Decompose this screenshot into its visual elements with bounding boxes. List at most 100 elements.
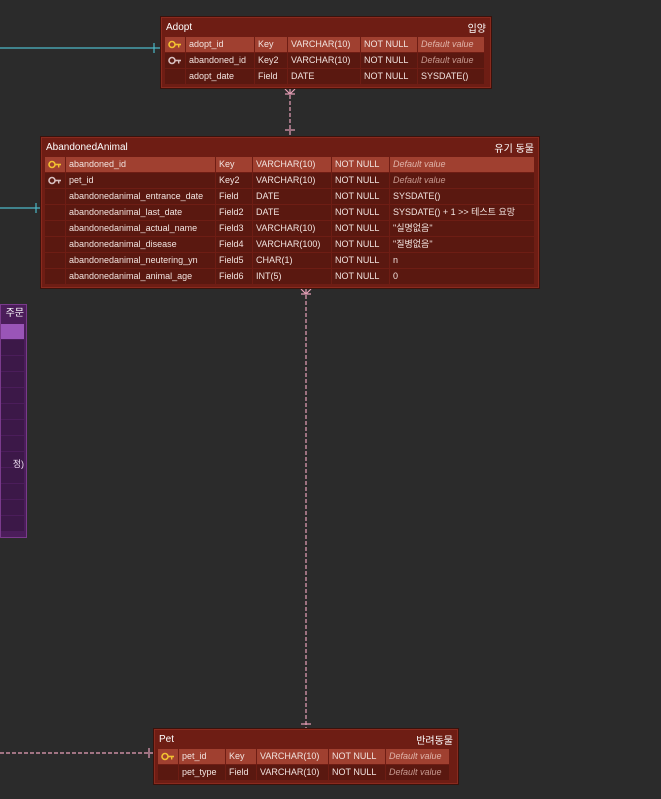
column-null: NOT NULL — [332, 253, 389, 268]
column-null: NOT NULL — [329, 749, 385, 764]
column-type: VARCHAR(100) — [253, 237, 331, 252]
column-type: VARCHAR(10) — [288, 37, 360, 52]
column-default: Default value — [418, 53, 484, 68]
column-row[interactable]: abandoned_id Key2 VARCHAR(10) NOT NULL D… — [165, 53, 487, 68]
partial-table-row[interactable] — [1, 356, 24, 371]
partial-table-row[interactable] — [1, 404, 24, 419]
column-name: pet_id — [179, 749, 225, 764]
column-type: VARCHAR(10) — [253, 173, 331, 188]
column-type: INT(5) — [253, 269, 331, 284]
column-row[interactable]: abandonedanimal_actual_name Field3 VARCH… — [45, 221, 535, 236]
column-default: Default value — [390, 157, 534, 172]
table-pet[interactable]: Pet 반려동물 pet_id Key VARCHAR(10) NOT NULL… — [154, 729, 458, 784]
partial-table-row[interactable] — [1, 484, 24, 499]
column-key: Key2 — [255, 53, 287, 68]
field-icon — [45, 189, 65, 204]
table-header[interactable]: Adopt 입양 — [162, 18, 490, 36]
partial-table-row[interactable] — [1, 500, 24, 515]
column-type: DATE — [288, 69, 360, 84]
column-default: 0 — [390, 269, 534, 284]
field-icon — [45, 221, 65, 236]
column-key: Field — [255, 69, 287, 84]
column-row[interactable]: pet_type Field VARCHAR(10) NOT NULL Defa… — [158, 765, 454, 780]
column-key: Field2 — [216, 205, 252, 220]
partial-table-panel[interactable]: 주문 정) — [0, 304, 27, 538]
table-comment: 입양 — [467, 23, 486, 35]
primary-key-icon — [45, 157, 65, 172]
column-key: Key2 — [216, 173, 252, 188]
partial-table-text: 정) — [12, 459, 24, 469]
primary-key-icon — [165, 37, 185, 52]
column-key: Field5 — [216, 253, 252, 268]
column-default: SYSDATE() — [390, 189, 534, 204]
column-null: NOT NULL — [329, 765, 385, 780]
column-row[interactable]: adopt_id Key VARCHAR(10) NOT NULL Defaul… — [165, 37, 487, 52]
column-default: SYSDATE() + 1 >> 테스트 요망 — [390, 205, 534, 220]
column-null: NOT NULL — [332, 269, 389, 284]
column-null: NOT NULL — [332, 237, 389, 252]
column-type: VARCHAR(10) — [257, 765, 328, 780]
column-key: Key — [255, 37, 287, 52]
column-type: DATE — [253, 189, 331, 204]
column-name: pet_type — [179, 765, 225, 780]
column-null: NOT NULL — [332, 189, 389, 204]
column-name: abandonedanimal_animal_age — [66, 269, 215, 284]
column-key: Key — [226, 749, 256, 764]
partial-table-row[interactable] — [1, 452, 24, 467]
column-name: abandonedanimal_disease — [66, 237, 215, 252]
column-type: CHAR(1) — [253, 253, 331, 268]
partial-table-row[interactable] — [1, 436, 24, 451]
table-header[interactable]: Pet 반려동물 — [155, 730, 457, 748]
column-key: Field — [226, 765, 256, 780]
partial-table-row[interactable] — [1, 516, 24, 531]
column-row[interactable]: abandonedanimal_entrance_date Field DATE… — [45, 189, 535, 204]
partial-table-row[interactable] — [1, 468, 24, 483]
column-null: NOT NULL — [361, 53, 417, 68]
column-row[interactable]: abandonedanimal_animal_age Field6 INT(5)… — [45, 269, 535, 284]
partial-table-row[interactable] — [1, 324, 24, 339]
column-type: VARCHAR(10) — [253, 221, 331, 236]
column-row[interactable]: adopt_date Field DATE NOT NULL SYSDATE() — [165, 69, 487, 84]
field-icon — [45, 237, 65, 252]
column-name: abandonedanimal_actual_name — [66, 221, 215, 236]
table-header[interactable]: AbandonedAnimal 유기 동물 — [42, 138, 538, 156]
column-row[interactable]: abandoned_id Key VARCHAR(10) NOT NULL De… — [45, 157, 535, 172]
column-row[interactable]: pet_id Key VARCHAR(10) NOT NULL Default … — [158, 749, 454, 764]
primary-key-icon — [158, 749, 178, 764]
table-adopt[interactable]: Adopt 입양 adopt_id Key VARCHAR(10) NOT NU… — [161, 17, 491, 88]
table-comment: 유기 동물 — [494, 143, 534, 155]
field-icon — [45, 269, 65, 284]
column-row[interactable]: pet_id Key2 VARCHAR(10) NOT NULL Default… — [45, 173, 535, 188]
column-null: NOT NULL — [361, 69, 417, 84]
column-row[interactable]: abandonedanimal_disease Field4 VARCHAR(1… — [45, 237, 535, 252]
column-default: "실명없음" — [390, 221, 534, 236]
column-key: Field6 — [216, 269, 252, 284]
field-icon — [45, 253, 65, 268]
column-row[interactable]: abandonedanimal_last_date Field2 DATE NO… — [45, 205, 535, 220]
column-name: pet_id — [66, 173, 215, 188]
column-row[interactable]: abandonedanimal_neutering_yn Field5 CHAR… — [45, 253, 535, 268]
partial-table-title: 주문 — [5, 308, 24, 319]
column-name: adopt_id — [186, 37, 254, 52]
table-name: AbandonedAnimal — [46, 141, 128, 153]
partial-table-row[interactable] — [1, 388, 24, 403]
column-default: Default value — [386, 749, 449, 764]
partial-table-row[interactable] — [1, 420, 24, 435]
column-null: NOT NULL — [332, 205, 389, 220]
column-key: Field — [216, 189, 252, 204]
column-default: Default value — [390, 173, 534, 188]
column-name: adopt_date — [186, 69, 254, 84]
table-comment: 반려동물 — [416, 735, 453, 747]
partial-table-row[interactable] — [1, 340, 24, 355]
field-icon — [165, 69, 185, 84]
foreign-key-icon — [165, 53, 185, 68]
column-default: "질병없음" — [390, 237, 534, 252]
column-null: NOT NULL — [332, 173, 389, 188]
column-name: abandoned_id — [66, 157, 215, 172]
column-type: VARCHAR(10) — [257, 749, 328, 764]
column-type: VARCHAR(10) — [253, 157, 331, 172]
table-abandoned-animal[interactable]: AbandonedAnimal 유기 동물 abandoned_id Key V… — [41, 137, 539, 288]
partial-table-row[interactable] — [1, 372, 24, 387]
column-name: abandonedanimal_neutering_yn — [66, 253, 215, 268]
